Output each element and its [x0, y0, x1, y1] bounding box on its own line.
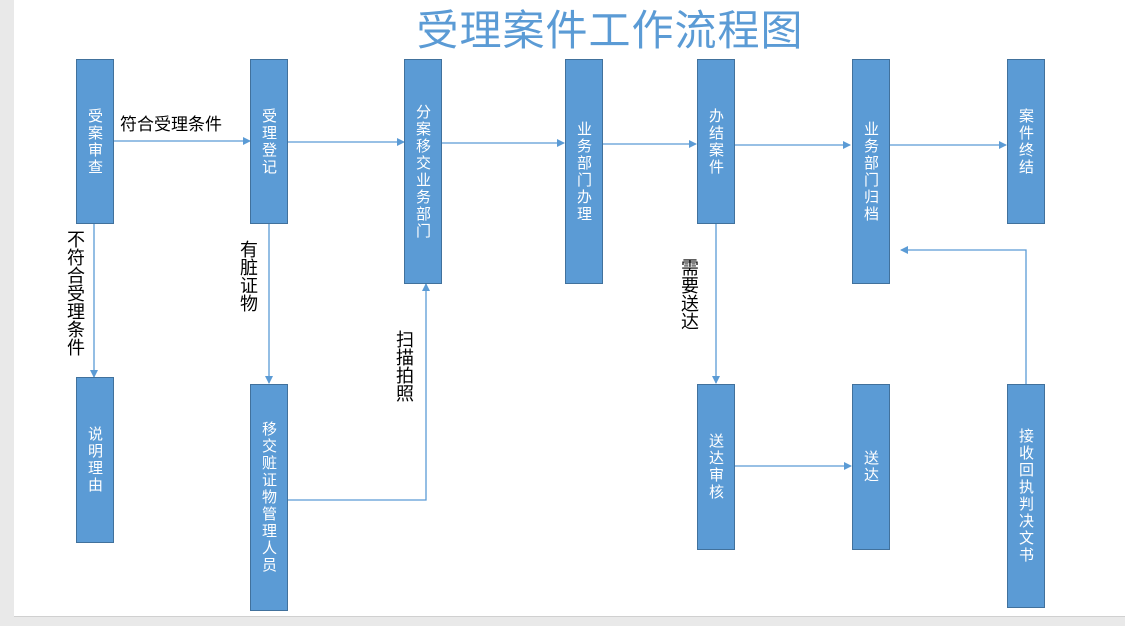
box-assign-label: 分案移交业务部门: [414, 103, 432, 240]
label-need-delivery: 需要送达: [678, 258, 699, 330]
box-register-label: 受理登记: [260, 107, 278, 176]
box-case-end-label: 案件终结: [1017, 107, 1035, 176]
label-meets-conditions: 符合受理条件: [120, 115, 222, 135]
box-deliver-label: 送达: [862, 450, 880, 484]
box-case-review-label: 受案审查: [86, 107, 104, 176]
box-deliver: 送达: [852, 384, 890, 550]
box-archive-label: 业务部门归档: [862, 120, 880, 223]
label-has-evidence: 有脏证物: [237, 240, 258, 312]
box-department-handle-label: 业务部门办理: [575, 120, 593, 223]
box-close-case: 办结案件: [697, 59, 735, 224]
label-scan-photo: 扫描拍照: [393, 330, 414, 402]
box-close-case-label: 办结案件: [707, 107, 725, 176]
arrow-receipt-to-archive: [900, 246, 1027, 384]
box-transfer-evidence-label: 移交赃证物管理人员: [260, 421, 278, 574]
box-department-handle: 业务部门办理: [565, 59, 603, 284]
box-assign: 分案移交业务部门: [404, 59, 442, 284]
box-delivery-review: 送达审核: [697, 384, 735, 550]
box-register: 受理登记: [250, 59, 288, 224]
box-explain-reason-label: 说明理由: [86, 426, 104, 494]
box-receipt-judgment-label: 接收回执判决文书: [1017, 428, 1035, 564]
diagram-title: 受理案件工作流程图: [416, 6, 804, 55]
box-case-end: 案件终结: [1007, 59, 1045, 224]
box-case-review: 受案审查: [76, 59, 114, 224]
box-archive: 业务部门归档: [852, 59, 890, 284]
box-delivery-review-label: 送达审核: [707, 433, 725, 501]
box-explain-reason: 说明理由: [76, 377, 114, 543]
label-not-meets-conditions: 不符合受理条件: [64, 230, 85, 356]
box-transfer-evidence: 移交赃证物管理人员: [250, 384, 288, 611]
box-receipt-judgment: 接收回执判决文书: [1007, 384, 1045, 608]
arrow-transfer-to-assign: [288, 283, 430, 501]
